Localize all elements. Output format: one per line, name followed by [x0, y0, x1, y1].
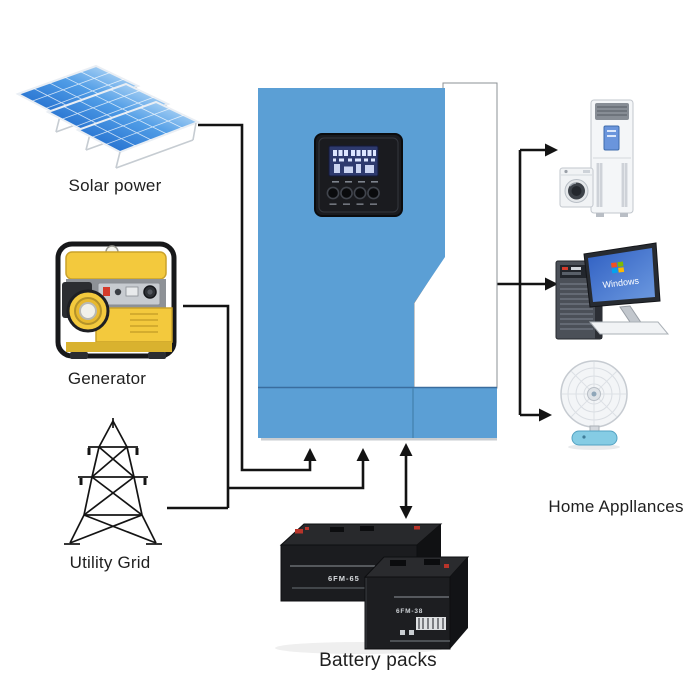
inverter-buttons — [326, 186, 380, 200]
arrow-up-solar-icon — [303, 448, 317, 461]
battery-large-model-text: 6FM-65 — [328, 574, 360, 583]
utility-grid-icon — [64, 418, 162, 545]
home-appliances-label: Home Appllances — [548, 497, 684, 516]
washing-machine-icon — [559, 167, 594, 208]
solar-panels-icon — [17, 65, 199, 169]
arrow-right-computer-icon — [545, 277, 558, 291]
desktop-computer-icon: Windows — [555, 242, 670, 340]
monitor-brand-text: Windows — [602, 276, 640, 290]
connector-wires — [167, 123, 546, 510]
battery-packs-icon: 6FM-65 6FM-38 — [275, 523, 470, 654]
inverter-image — [258, 82, 498, 441]
solar-power-label: Solar power — [68, 176, 162, 195]
battery-packs-label: Battery packs — [319, 650, 437, 671]
battery-large: 6FM-65 — [279, 523, 443, 602]
utility-grid-label: Utility Grid — [69, 553, 151, 572]
wire-generator-branch — [228, 460, 365, 490]
battery-small-model-text: 6FM-38 — [396, 608, 423, 615]
wire-generator-trunk — [183, 304, 230, 508]
arrow-right-ac-icon — [545, 143, 558, 157]
generator-label: Generator — [67, 369, 147, 388]
windows-logo-icon — [611, 261, 625, 274]
generator-icon — [55, 241, 177, 359]
arrow-up-generator-icon — [356, 448, 370, 461]
arrow-up-battery-icon — [399, 443, 413, 456]
wire-solar-to-inverter — [198, 123, 312, 472]
inverter-control-panel — [314, 133, 403, 217]
arrow-heads — [303, 143, 558, 519]
table-fan-icon — [560, 360, 628, 450]
battery-small: 6FM-38 — [363, 556, 470, 650]
arrow-down-battery-icon — [399, 506, 413, 519]
arrow-right-fan-icon — [539, 408, 552, 422]
air-conditioner-icon — [590, 99, 634, 217]
monitor-screen — [588, 248, 655, 302]
